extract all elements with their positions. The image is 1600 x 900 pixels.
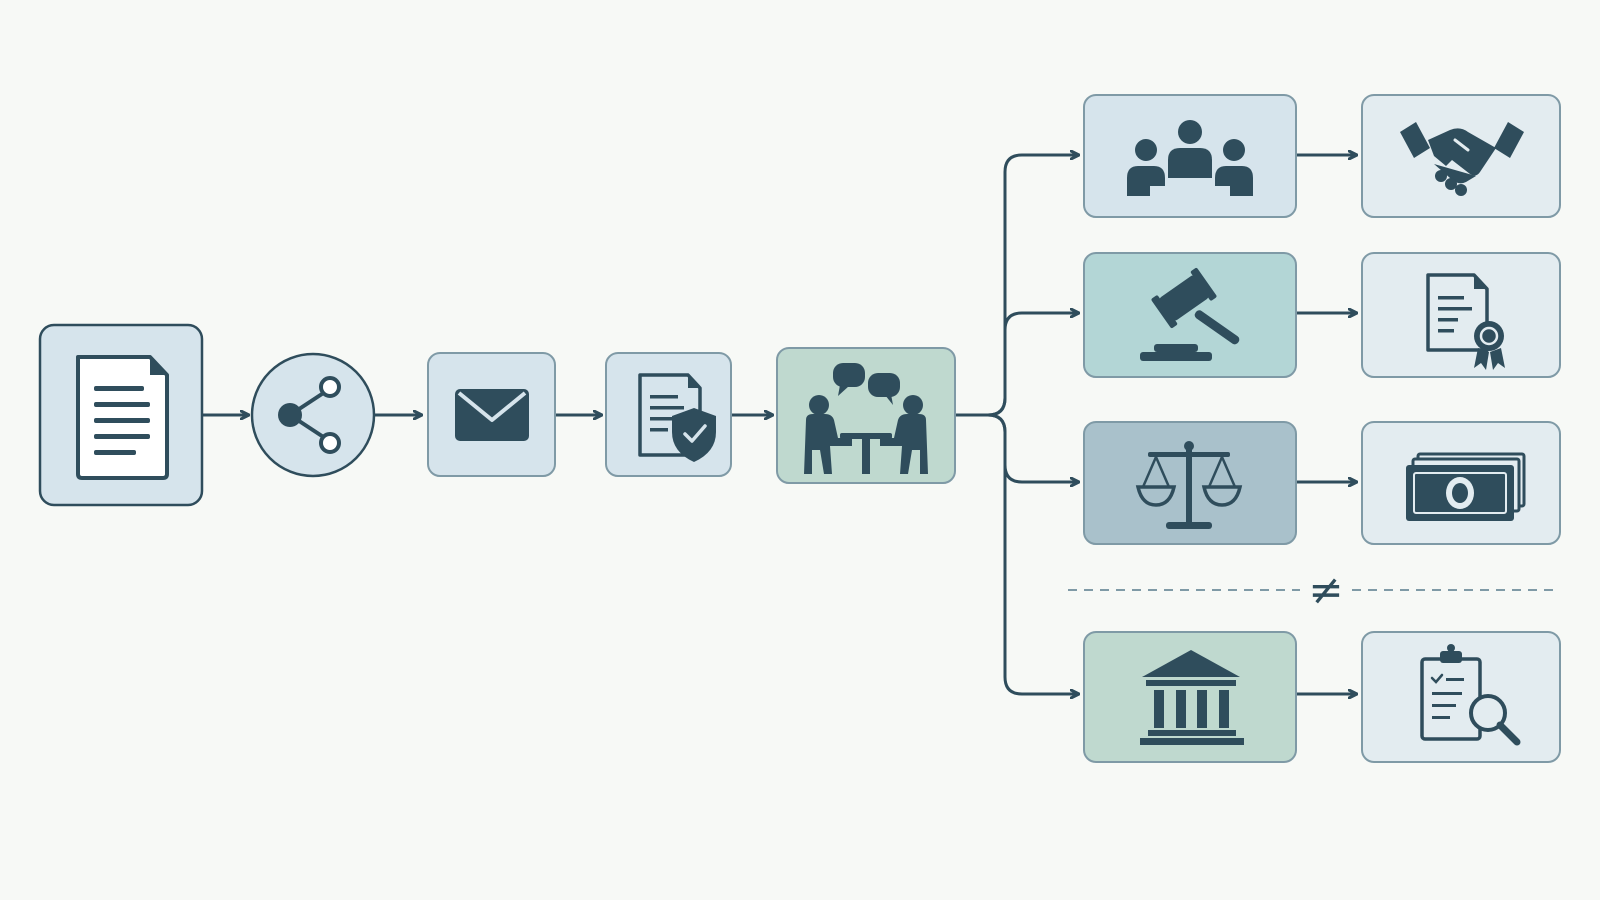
branch-to-group (953, 155, 1078, 417)
document-shield-check-icon (638, 373, 716, 462)
node-justice[interactable] (1083, 421, 1297, 545)
negotiation-meeting-icon (804, 363, 928, 474)
node-agreement[interactable] (1361, 94, 1561, 218)
money-bills-icon (1406, 452, 1526, 521)
node-review[interactable] (605, 352, 732, 477)
branch-to-institution (986, 413, 1078, 694)
share-icon (278, 376, 341, 454)
node-document[interactable] (38, 323, 204, 507)
people-group-icon (1127, 120, 1253, 196)
handshake-icon (1400, 122, 1524, 196)
node-group[interactable] (1083, 94, 1297, 218)
gavel-icon (1140, 267, 1240, 361)
courthouse-icon (1140, 650, 1244, 745)
node-audit[interactable] (1361, 631, 1561, 763)
node-share[interactable] (250, 352, 376, 478)
node-ruling[interactable] (1083, 252, 1297, 378)
node-certificate[interactable] (1361, 252, 1561, 378)
envelope-icon (455, 389, 529, 441)
node-meeting[interactable] (776, 347, 956, 484)
node-institution[interactable] (1083, 631, 1297, 763)
certificate-document-icon (1426, 273, 1505, 370)
separator: ≠ (1068, 565, 1560, 614)
branch-to-ruling (986, 313, 1078, 417)
clipboard-search-icon (1420, 644, 1521, 746)
document-icon (76, 355, 169, 480)
not-equal-symbol: ≠ (1308, 565, 1343, 614)
node-message[interactable] (427, 352, 556, 477)
branch-to-justice (986, 413, 1078, 482)
node-payment[interactable] (1361, 421, 1561, 545)
connectors (200, 155, 1356, 694)
balance-scale-icon (1135, 441, 1243, 529)
